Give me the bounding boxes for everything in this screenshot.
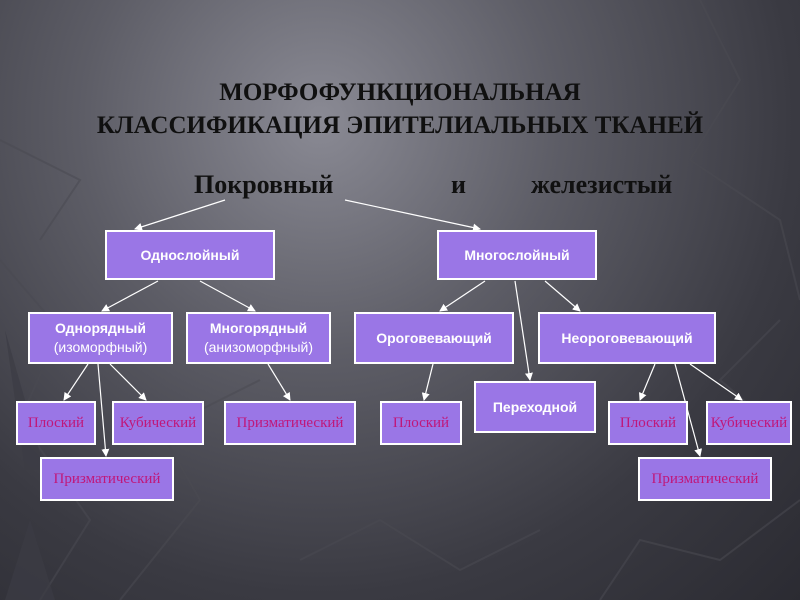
arrow-nk-flat xyxy=(639,363,656,401)
node-transitional-label: Переходной xyxy=(492,398,578,415)
node-single-layer: Однослойный xyxy=(105,230,275,280)
node-non-keratinizing-label: Неороговевающий xyxy=(561,329,693,346)
arrow-root-multi xyxy=(344,199,481,232)
node-single-row-label: Однорядный xyxy=(55,320,146,336)
node-multi-row-label: Многорядный xyxy=(209,320,308,336)
arrow-nk-cubic xyxy=(689,363,743,401)
arrow-root-single xyxy=(134,199,226,231)
node-keratinizing: Ороговевающий xyxy=(354,312,514,364)
leaf-sr-prismatic: Призматический xyxy=(40,457,174,501)
leaf-mr-prismatic-label: Призматический xyxy=(236,414,344,431)
arrow-sr-cubic xyxy=(109,363,147,401)
arrow-sr-prism xyxy=(97,363,110,457)
node-non-keratinizing: Неороговевающий xyxy=(538,312,716,364)
leaf-nk-prismatic: Призматический xyxy=(638,457,772,501)
subtitle-left: Покровный xyxy=(194,170,334,199)
leaf-sr-cubic: Кубический xyxy=(112,401,204,445)
leaf-sr-flat-label: Плоский xyxy=(27,414,85,431)
arrow-multi-ker xyxy=(439,280,486,312)
arrow-ker-flat xyxy=(421,363,434,401)
leaf-nk-flat: Плоский xyxy=(608,401,688,445)
leaf-mr-prismatic: Призматический xyxy=(224,401,356,445)
leaf-nk-prismatic-label: Призматический xyxy=(651,470,759,487)
arrow-single-multirow xyxy=(199,280,256,312)
subtitle-right: железистый xyxy=(531,170,673,199)
node-single-row-note: (изоморфный) xyxy=(53,339,148,355)
leaf-ker-flat-label: Плоский xyxy=(392,414,450,431)
node-multi-layer: Многослойный xyxy=(437,230,597,280)
subtitle-mid: и xyxy=(451,170,466,199)
node-multi-row-note: (анизоморфный) xyxy=(203,339,314,355)
node-keratinizing-label: Ороговевающий xyxy=(376,329,492,346)
leaf-nk-flat-label: Плоский xyxy=(619,414,677,431)
node-transitional: Переходной xyxy=(474,381,596,433)
arrow-multi-trans xyxy=(514,280,533,381)
arrow-multi-nonker xyxy=(544,280,581,312)
arrow-sr-flat xyxy=(63,363,89,401)
node-single-row: Однорядный (изоморфный) xyxy=(28,312,173,364)
slide-title: МОРФОФУНКЦИОНАЛЬНАЯ КЛАССИФИКАЦИЯ ЭПИТЕЛ… xyxy=(0,76,800,142)
node-multi-row: Многорядный (анизоморфный) xyxy=(186,312,331,364)
arrow-single-row xyxy=(101,280,159,312)
leaf-sr-cubic-label: Кубический xyxy=(119,414,197,431)
leaf-nk-cubic: Кубический xyxy=(706,401,792,445)
leaf-nk-cubic-label: Кубический xyxy=(710,414,788,431)
arrow-mr-prism xyxy=(267,363,291,401)
title-line-2: КЛАССИФИКАЦИЯ ЭПИТЕЛИАЛЬНЫХ ТКАНЕЙ xyxy=(96,112,704,139)
node-single-layer-label: Однослойный xyxy=(140,246,240,263)
node-multi-layer-label: Многослойный xyxy=(464,246,570,263)
title-line-1: МОРФОФУНКЦИОНАЛЬНАЯ xyxy=(219,79,581,106)
leaf-sr-flat: Плоский xyxy=(16,401,96,445)
leaf-ker-flat: Плоский xyxy=(380,401,462,445)
leaf-sr-prismatic-label: Призматический xyxy=(53,470,161,487)
